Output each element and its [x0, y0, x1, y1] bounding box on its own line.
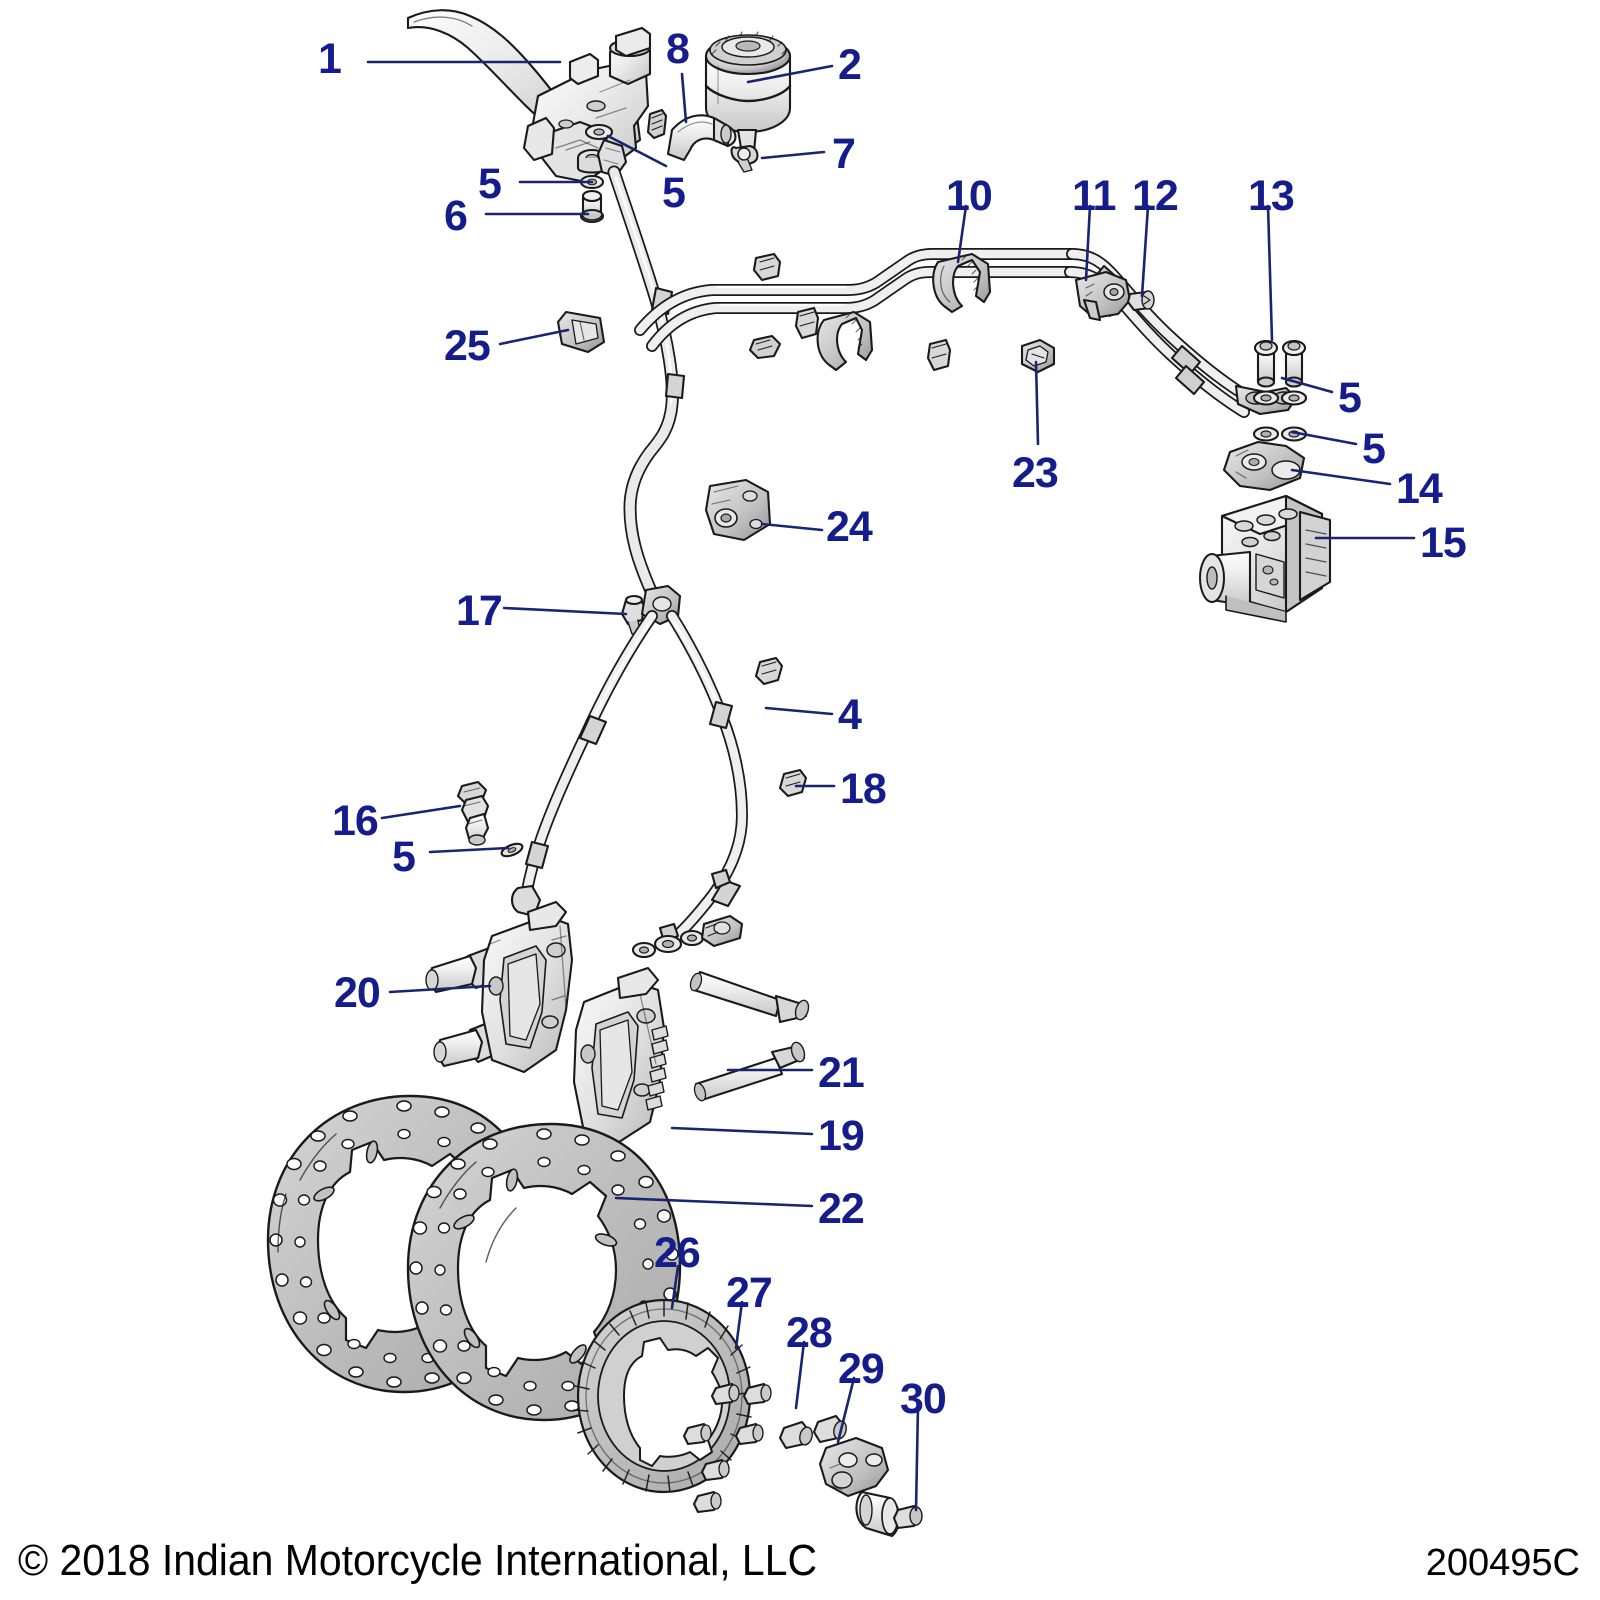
callout-sensor-bracket-bolt: 28 — [786, 1309, 833, 1357]
callout-banjo-bolt-pair: 13 — [1248, 172, 1295, 220]
sensor-retaining-bolt — [892, 1504, 923, 1530]
reservoir-hose — [666, 114, 737, 162]
line-retainer-block — [556, 310, 606, 354]
leader-line-24 — [760, 522, 824, 532]
callout-abs-mounting-bracket: 14 — [1396, 465, 1443, 513]
callout-sealing-washer: 5 — [1338, 374, 1362, 422]
abs-mounting-bracket — [1222, 440, 1306, 492]
leader-line-25 — [498, 328, 570, 346]
callout-hose-clip: 18 — [840, 765, 887, 813]
leader-line-30 — [914, 1404, 920, 1512]
front-brake-hose-upper — [607, 165, 679, 619]
hose-clip-18 — [778, 768, 808, 798]
leader-line-5d — [1290, 430, 1358, 446]
leader-line-26 — [670, 1264, 680, 1310]
hose-clamp — [730, 144, 759, 173]
sealing-washers-upper — [1252, 390, 1308, 406]
leader-line-19 — [670, 1126, 814, 1136]
pressure-switch-sensor — [456, 780, 490, 846]
line-clips-small — [748, 252, 952, 372]
leader-line-29 — [836, 1376, 856, 1444]
banjo-bolt-pair — [1253, 339, 1307, 388]
line-connector-clip — [1020, 338, 1056, 374]
lower-hose-ferrules — [510, 700, 742, 918]
callout-sealing-washer: 5 — [478, 160, 502, 208]
callout-hose-clamp: 7 — [832, 130, 856, 178]
tone-ring-bolts — [682, 1382, 772, 1514]
callout-sealing-washer: 5 — [662, 169, 686, 217]
leader-line-12 — [1140, 204, 1150, 298]
leader-line-4 — [764, 706, 834, 716]
leader-line-16 — [380, 804, 462, 820]
callout-banjo-bolt: 6 — [444, 192, 468, 240]
leader-line-8 — [680, 72, 688, 124]
caliper-banjo-fittings — [631, 914, 744, 959]
front-brake-hoses-lower — [520, 610, 748, 946]
callout-brake-caliper-right: 19 — [818, 1112, 865, 1160]
brake-fluid-reservoir — [704, 31, 792, 164]
callout-reservoir-hose: 8 — [666, 25, 690, 73]
callout-sealing-washer: 5 — [1362, 425, 1386, 473]
callout-front-brake-hose: 4 — [838, 691, 862, 739]
callout-tone-ring-bolt: 27 — [726, 1269, 773, 1317]
wheel-speed-sensor-bracket — [818, 1436, 901, 1538]
leader-line-5e — [428, 846, 510, 854]
copyright-notice: © 2018 Indian Motorcycle International, … — [18, 1536, 818, 1585]
callout-line-connector-clip: 23 — [1012, 449, 1059, 497]
abs-hydraulic-module — [1199, 494, 1332, 623]
line-clamp-screw — [620, 594, 646, 635]
leader-line-5c — [1280, 376, 1334, 394]
bracket-screw — [1126, 290, 1155, 312]
leader-line-28 — [794, 1340, 806, 1410]
callout-abs-hydraulic-module: 15 — [1420, 519, 1467, 567]
leader-line-5b — [606, 134, 668, 168]
brake-hard-line-pair — [634, 248, 1078, 352]
sensor-bracket-bolts — [778, 1414, 847, 1450]
leader-line-23 — [1034, 360, 1040, 446]
callout-brake-fluid-reservoir: 2 — [838, 41, 862, 89]
leader-line-22 — [614, 1196, 814, 1208]
line-mounting-bracket — [1074, 270, 1132, 322]
leader-line-14 — [1290, 468, 1392, 486]
callout-line-clamp-screw: 17 — [456, 587, 503, 635]
callout-abs-tone-ring: 26 — [654, 1229, 701, 1277]
leader-line-17 — [502, 606, 628, 616]
callout-bracket-screw: 12 — [1132, 172, 1179, 220]
sealing-washer-switch — [500, 842, 524, 858]
caliper-mounting-bolts — [689, 970, 810, 1102]
leader-line-2 — [746, 64, 834, 84]
drawing-number: 200495C — [1425, 1542, 1580, 1584]
callout-brake-caliper-left: 20 — [334, 969, 381, 1017]
callout-wheel-speed-sensor-bracket: 29 — [838, 1345, 885, 1393]
callout-sensor-retaining-bolt: 30 — [900, 1375, 947, 1423]
callout-sealing-washer: 5 — [392, 833, 416, 881]
callout-line-bracket: 11 — [1072, 172, 1116, 220]
hose-clip-mid — [754, 656, 784, 686]
callout-brake-rotor-disc: 22 — [818, 1185, 865, 1233]
callout-line-clip-large: 10 — [946, 172, 993, 220]
brake-caliper-right — [572, 966, 669, 1154]
leader-lines — [366, 60, 1416, 1512]
hose-spring-clamp-upper — [646, 108, 668, 140]
line-mount-block — [704, 478, 772, 542]
line-clip-large — [932, 252, 992, 314]
callout-line-retainer-block: 25 — [444, 322, 491, 370]
callout-caliper-mounting-bolt: 21 — [818, 1049, 865, 1097]
leader-line-7 — [760, 150, 826, 160]
leader-line-20 — [388, 984, 492, 994]
leader-line-27 — [734, 1300, 744, 1350]
leader-line-10 — [956, 204, 968, 264]
callout-line-mount-block: 24 — [826, 503, 873, 551]
callout-pressure-switch-sensor: 16 — [332, 797, 379, 845]
callout-master-cylinder-lever-assembly: 1 — [318, 35, 342, 83]
leader-line-13 — [1266, 204, 1274, 342]
leader-line-11 — [1084, 204, 1092, 282]
brake-caliper-left — [425, 900, 574, 1074]
